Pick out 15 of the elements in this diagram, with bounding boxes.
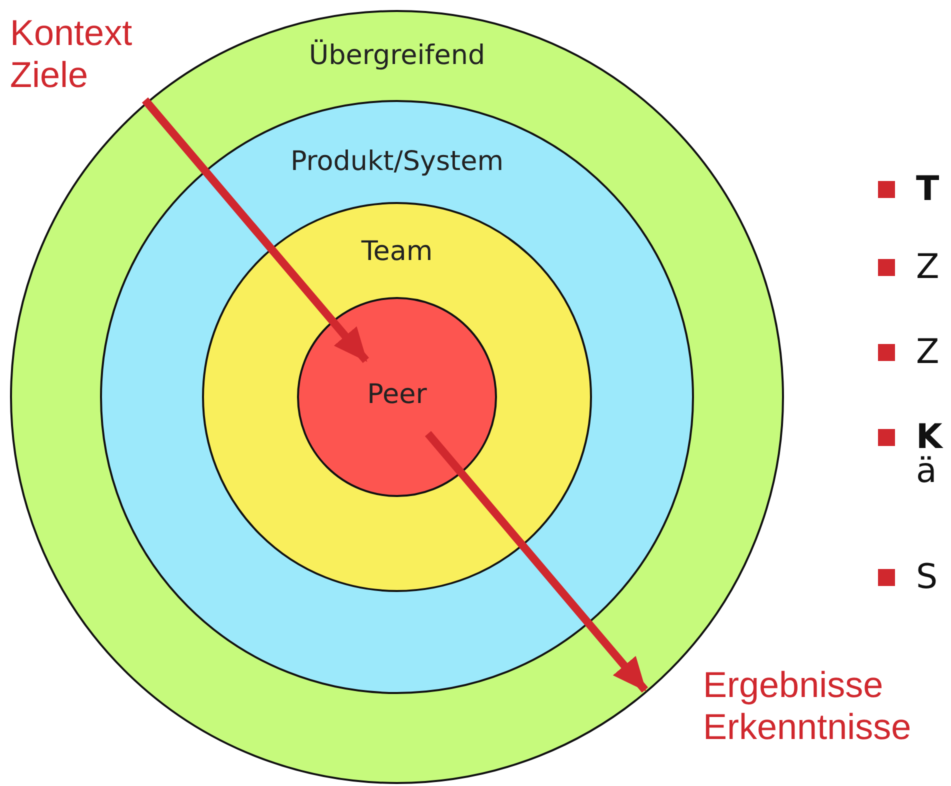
- ring-label: Übergreifend: [308, 40, 486, 71]
- bullet-text: T: [916, 172, 940, 206]
- arrow: [142, 97, 369, 363]
- bullet-text: Z: [916, 250, 940, 284]
- flow-label: Erkenntnisse: [703, 706, 912, 748]
- arrow: [424, 431, 648, 693]
- flow-label: Kontext: [10, 12, 132, 54]
- ring-label: Produkt/System: [289, 146, 505, 177]
- bullet-text: Z: [916, 335, 940, 369]
- flow-label: Ergebnisse: [703, 664, 884, 706]
- ring-label: Peer: [366, 379, 428, 410]
- bullet-text: S: [916, 560, 939, 594]
- bullet-text: K ä: [916, 420, 944, 488]
- ring-label: Team: [360, 236, 434, 267]
- flow-label: Ziele: [10, 54, 90, 96]
